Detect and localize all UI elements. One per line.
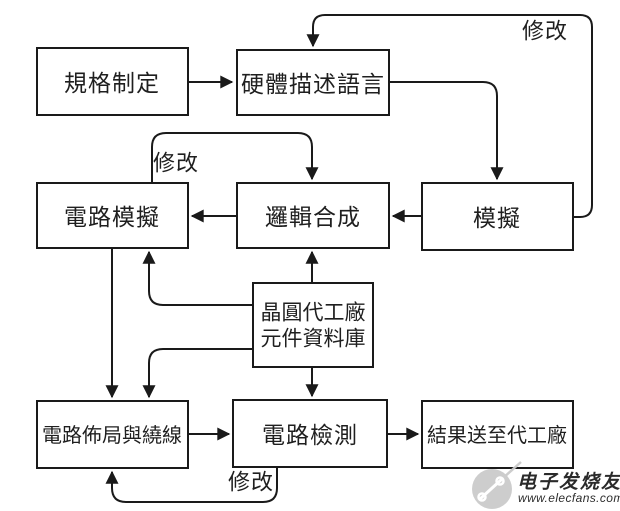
edge-labels: 修改 修改 修改	[153, 19, 568, 495]
watermark-brand-text: 电子发烧友	[517, 471, 620, 493]
node-simulation-box	[421, 182, 574, 251]
node-logic-synthesis-box	[236, 182, 390, 249]
node-layout-and-routing-label: 電路佈局與繞線	[42, 424, 182, 447]
watermark-url-text: www.elecfans.com	[518, 491, 620, 505]
node-send-to-foundry-label: 結果送至代工廠	[427, 423, 567, 447]
node-hdl-label: 硬體描述語言	[241, 71, 385, 97]
edge-circuit-simulation-to-logic-synthesis-modify-loop	[151, 132, 319, 183]
node-spec: 規格制定	[36, 47, 189, 116]
node-spec-label: 規格制定	[64, 70, 160, 96]
node-circuit-simulation: 電路模擬	[36, 182, 189, 249]
edge-label-modify-middle: 修改	[153, 151, 199, 176]
edge-foundry-library-to-layout	[142, 348, 253, 399]
node-hdl: 硬體描述語言	[236, 49, 390, 116]
nodes: 規格制定 硬體描述語言 電路模擬 邏輯合成 模擬 晶圓代工廠 元	[36, 47, 574, 469]
node-logic-synthesis: 邏輯合成	[236, 182, 390, 249]
edges	[105, 14, 593, 503]
edge-foundry-library-to-circuit-simulation	[142, 250, 253, 306]
node-circuit-test-box	[232, 399, 388, 468]
node-circuit-test: 電路檢測	[232, 399, 388, 468]
edge-label-modify-bottom: 修改	[228, 470, 274, 495]
node-circuit-test-label: 電路檢測	[262, 422, 358, 448]
edge-hdl-to-simulation	[389, 81, 504, 181]
node-foundry-library-label-line1: 晶圓代工廠	[261, 302, 366, 325]
node-circuit-simulation-label: 電路模擬	[64, 204, 160, 230]
node-logic-synthesis-label: 邏輯合成	[265, 204, 361, 230]
edge-label-modify-top: 修改	[522, 19, 568, 44]
node-layout-and-routing: 電路佈局與繞線	[36, 400, 189, 469]
node-circuit-simulation-box	[36, 182, 189, 249]
node-foundry-library-box	[252, 282, 374, 368]
node-send-to-foundry: 結果送至代工廠	[421, 400, 574, 469]
elecfans-logo-icon	[472, 461, 522, 509]
node-foundry-library-label-line2: 元件資料庫	[261, 328, 366, 351]
edge-circuit-test-to-layout-modify-loop	[105, 467, 278, 503]
watermark: 电子发烧友 www.elecfans.com	[472, 461, 620, 509]
node-hdl-box	[236, 49, 390, 116]
node-foundry-library: 晶圓代工廠 元件資料庫	[252, 282, 374, 368]
node-simulation: 模擬	[421, 182, 574, 251]
node-simulation-label: 模擬	[473, 205, 521, 231]
edge-simulation-to-hdl-modify-loop	[306, 14, 593, 218]
node-layout-and-routing-box	[36, 400, 189, 469]
node-send-to-foundry-box	[421, 400, 574, 469]
node-spec-box	[36, 47, 189, 116]
